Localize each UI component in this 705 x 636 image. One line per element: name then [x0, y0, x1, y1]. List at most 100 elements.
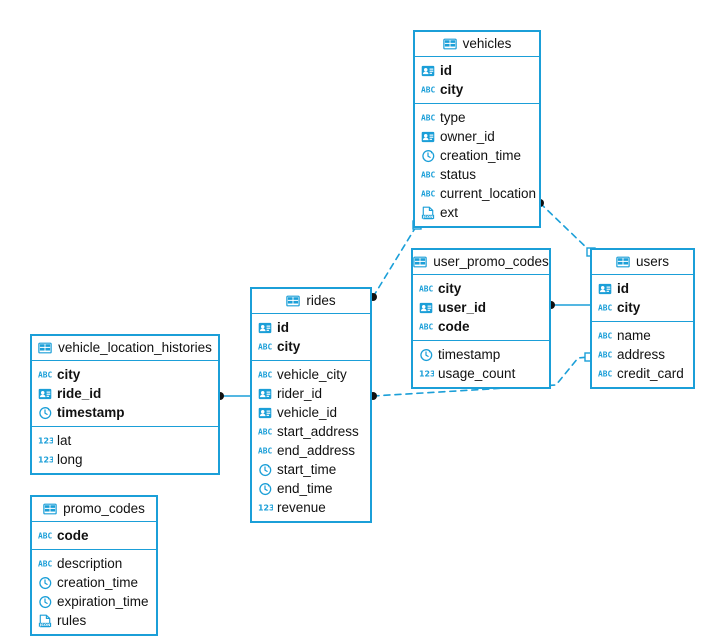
field-label: id — [440, 62, 452, 78]
field-label: rules — [57, 612, 87, 628]
svg-text:ABC: ABC — [421, 85, 436, 94]
entity-header-users[interactable]: users — [592, 250, 693, 275]
field-row-expiration_time[interactable]: expiration_time — [32, 592, 156, 611]
field-row-user_id[interactable]: user_id — [413, 298, 549, 317]
field-row-timestamp[interactable]: timestamp — [413, 345, 549, 364]
field-label: id — [277, 319, 289, 335]
field-row-id[interactable]: id — [415, 61, 539, 80]
abc-icon: ABC — [38, 529, 53, 543]
field-label: city — [440, 81, 464, 97]
relationship-line — [539, 202, 592, 253]
abc-icon: ABC — [421, 187, 436, 201]
field-row-end_time[interactable]: end_time — [252, 479, 370, 498]
field-label: rider_id — [277, 385, 323, 401]
field-label: vehicle_city — [277, 366, 347, 382]
field-row-id[interactable]: id — [252, 318, 370, 337]
field-row-creation_time[interactable]: creation_time — [32, 573, 156, 592]
svg-text:ABC: ABC — [598, 369, 613, 378]
field-label: creation_time — [440, 147, 522, 163]
field-label: ext — [440, 204, 459, 220]
field-row-id[interactable]: id — [592, 279, 693, 298]
abc-icon: ABC — [598, 301, 613, 315]
relationship-vlh-rides[interactable] — [216, 392, 251, 400]
clock-icon — [421, 149, 435, 163]
field-row-ride_id[interactable]: ride_id — [32, 384, 218, 403]
123-icon: 123 — [258, 501, 273, 515]
abc-icon: ABC — [598, 367, 613, 381]
entity-header-rides[interactable]: rides — [252, 289, 370, 314]
table-icon — [413, 255, 427, 269]
entity-header-promo_codes[interactable]: promo_codes — [32, 497, 156, 522]
field-row-rider_id[interactable]: rider_id — [252, 384, 370, 403]
id-card-icon — [421, 130, 435, 144]
field-row-timestamp[interactable]: timestamp — [32, 403, 218, 422]
svg-text:ABC: ABC — [258, 342, 273, 351]
entity-header-vehicle_location_histories[interactable]: vehicle_location_histories — [32, 336, 218, 361]
field-label: creation_time — [57, 574, 139, 590]
field-label: start_time — [277, 461, 337, 477]
id-card-icon — [258, 406, 272, 420]
abc-icon: ABC — [421, 168, 436, 182]
field-row-owner_id[interactable]: owner_id — [415, 127, 539, 146]
abc-icon: ABC — [598, 348, 613, 362]
id-card-icon — [258, 321, 272, 335]
svg-text:ABC: ABC — [419, 322, 434, 331]
svg-text:ABC: ABC — [421, 113, 436, 122]
relationship-upc-users[interactable] — [547, 301, 591, 309]
table-icon — [286, 294, 301, 308]
svg-text:123: 123 — [258, 503, 273, 512]
entity-title: rides — [306, 293, 336, 309]
entity-header-user_promo_codes[interactable]: user_promo_codes — [413, 250, 549, 275]
field-label: usage_count — [438, 365, 516, 381]
svg-text:ABC: ABC — [258, 446, 273, 455]
field-label: description — [57, 555, 123, 571]
entity-header-vehicles[interactable]: vehicles — [415, 32, 539, 57]
svg-text:123: 123 — [38, 455, 53, 464]
field-row-creation_time[interactable]: creation_time — [415, 146, 539, 165]
field-row-start_time[interactable]: start_time — [252, 460, 370, 479]
field-label: name — [617, 327, 651, 343]
field-row-city[interactable]: ABC city — [415, 80, 539, 99]
clock-icon — [258, 463, 272, 477]
svg-text:ABC: ABC — [38, 370, 53, 379]
table-icon — [43, 502, 57, 516]
field-row-vehicle_id[interactable]: vehicle_id — [252, 403, 370, 422]
entity-title: vehicles — [462, 36, 512, 52]
clock-icon — [38, 576, 52, 590]
svg-text:ABC: ABC — [421, 189, 436, 198]
svg-text:ABC: ABC — [421, 170, 436, 179]
